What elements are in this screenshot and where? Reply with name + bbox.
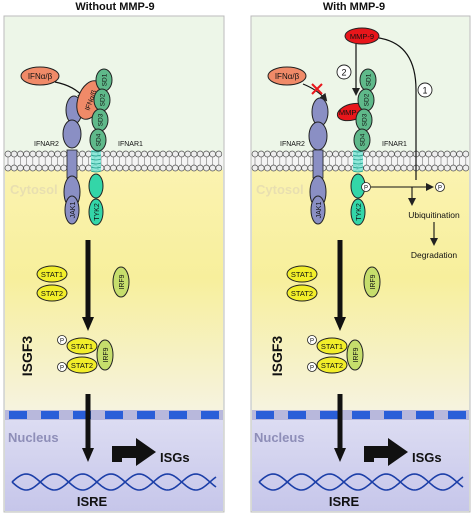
irf9-protein: [363, 266, 381, 298]
tyk2-kinase: [350, 198, 366, 226]
tyk2-n-terminal: [88, 173, 104, 199]
sd4-domain: [89, 128, 107, 152]
isgs-label: ISGs: [412, 450, 442, 465]
dna-helix-icon: [11, 473, 217, 491]
jak1-kinase: [64, 195, 80, 225]
mmp9-free: [344, 27, 380, 45]
ifn-ligand-free: [267, 66, 307, 86]
phosphate-icon: [361, 182, 371, 192]
isgf3-complex: STAT1 STAT2 IRF9 P P: [307, 335, 364, 374]
irf9-protein: [112, 266, 130, 298]
nucleus-label: Nucleus: [254, 430, 305, 445]
phosphate-icon: [307, 362, 317, 372]
tyk2-kinase: [88, 198, 104, 226]
phosphate-label-1: P: [310, 339, 314, 345]
isgf3-stat1-label: STAT1: [71, 342, 93, 351]
gene-promoter-arrow-icon: [112, 438, 156, 466]
sd1-label: SD1: [102, 73, 109, 86]
stat2-label: STAT2: [291, 289, 313, 298]
isgf3-irf9-label: IRF9: [103, 347, 110, 362]
step-1-label: 1: [422, 86, 427, 96]
phosphate-label-tyk2: P: [364, 186, 368, 192]
tyk2-label: TYK2: [94, 203, 101, 221]
plasma-membrane: [251, 150, 470, 173]
nuclear-pore-marks: [256, 411, 466, 419]
sd1-label: SD1: [366, 73, 373, 86]
panel-without-mmp9: Without MMP-9 Cytosol Nucleus IFNα/β IFN…: [3, 1, 225, 513]
ifnar2-label: IFNAR2: [280, 141, 305, 148]
phosphate-label-released: P: [438, 186, 442, 192]
dna-helix-icon: [258, 473, 464, 491]
step-1-badge: [417, 82, 433, 98]
stat1-protein: [286, 265, 318, 283]
phosphate-label-2: P: [60, 366, 64, 372]
sd4-label: SD4: [360, 133, 367, 146]
jak1-label: JAK1: [316, 202, 323, 219]
isre-label: ISRE: [329, 494, 360, 509]
sd2-label: SD2: [364, 93, 371, 106]
sd3-label: SD3: [98, 113, 105, 126]
ifn-ligand-free-label: IFNα/β: [28, 72, 53, 81]
sd4-label: SD4: [96, 133, 103, 146]
ifnar2-receptor: [308, 97, 329, 209]
sd3-label: SD3: [362, 113, 369, 126]
stat1-protein: [36, 265, 68, 283]
irf9-label: IRF9: [119, 274, 126, 289]
mmp9-bound-label: MMP-9: [339, 108, 363, 117]
plasma-membrane: [4, 150, 223, 173]
stat1-label: STAT1: [291, 270, 313, 279]
nucleus-label: Nucleus: [8, 430, 59, 445]
isgf3-label: ISGF3: [269, 336, 285, 377]
ifnar1-label: IFNAR1: [118, 141, 143, 148]
cytosol-label: Cytosol: [10, 182, 58, 197]
stat2-label: STAT2: [41, 289, 63, 298]
stat2-protein: [36, 284, 68, 302]
irf9-label: IRF9: [370, 274, 377, 289]
phosphate-label-2: P: [310, 366, 314, 372]
ifnar2-label: IFNAR2: [34, 141, 59, 148]
ifn-ligand-label: IFNα/β: [275, 72, 300, 81]
ubiquitination-label: Ubiquitination: [408, 210, 460, 220]
gene-promoter-arrow-icon: [364, 438, 408, 466]
degradation-label: Degradation: [411, 250, 458, 260]
nucleus-region: [252, 420, 469, 511]
inhibition-cross-icon: [311, 83, 323, 95]
jak1-kinase: [310, 195, 326, 225]
isgf3-complex: STAT1 STAT2 IRF9 P P: [57, 335, 114, 374]
panel-title: With MMP-9: [323, 1, 385, 13]
isgf3-stat1-label: STAT1: [321, 342, 343, 351]
step-2-badge: [336, 64, 352, 80]
phosphate-icon: [307, 335, 317, 345]
nuclear-pore-marks: [9, 411, 219, 419]
panel-title: Without MMP-9: [75, 1, 154, 13]
step-2-label: 2: [341, 68, 346, 78]
isre-label: ISRE: [77, 494, 108, 509]
isgf3-label: ISGF3: [19, 336, 35, 377]
isgf3-irf9-label: IRF9: [353, 347, 360, 362]
cytosol-label: Cytosol: [256, 182, 304, 197]
sd4-domain: [353, 128, 371, 152]
phosphate-label-1: P: [60, 339, 64, 345]
panel-with-mmp9: With MMP-9 Cytosol Nucleus MMP-9 1 2 IFN…: [250, 1, 471, 513]
phosphate-icon: [435, 182, 445, 192]
isgs-label: ISGs: [160, 450, 190, 465]
pathway-1-line: [378, 37, 417, 180]
jak1-label: JAK1: [70, 202, 77, 219]
sd2-label: SD2: [100, 93, 107, 106]
ifn-ligand-free: [20, 66, 60, 86]
stat2-protein: [286, 284, 318, 302]
nucleus-region: [5, 420, 223, 511]
tyk2-label: TYK2: [356, 203, 363, 221]
phosphate-icon: [57, 362, 67, 372]
stat1-label: STAT1: [41, 270, 63, 279]
isgf3-stat2-label: STAT2: [71, 361, 93, 370]
ifnar1-label: IFNAR1: [382, 141, 407, 148]
phosphate-icon: [57, 335, 67, 345]
isgf3-stat2-label: STAT2: [321, 361, 343, 370]
mmp9-free-label: MMP-9: [350, 32, 374, 41]
